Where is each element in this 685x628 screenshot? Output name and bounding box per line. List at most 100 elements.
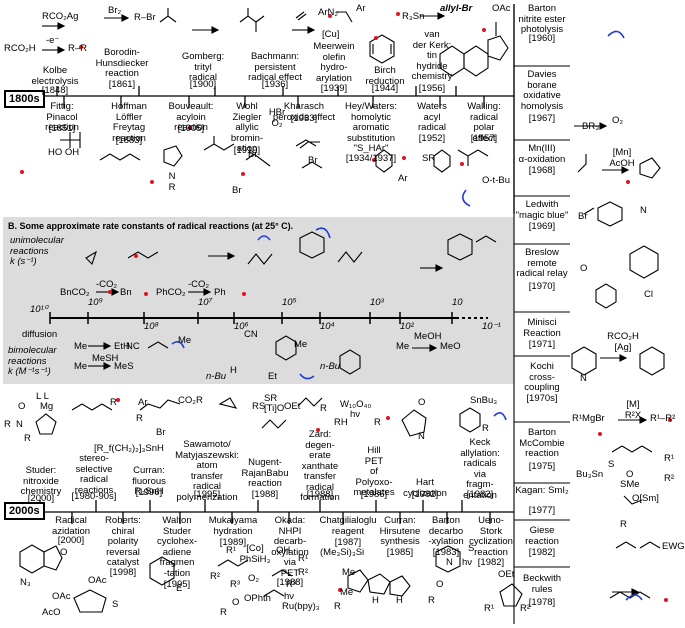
group-label: OAc xyxy=(52,591,71,602)
species-label: EtH xyxy=(114,341,130,352)
rate-tick-label: 10⁻¹ xyxy=(482,321,501,332)
product-label: Ar xyxy=(356,3,366,14)
reagent-label: RH xyxy=(334,417,348,428)
product-label: R–R xyxy=(68,43,88,54)
group-label: SR xyxy=(422,153,436,164)
species-label: Ph xyxy=(214,287,226,298)
rate-scale-ticks xyxy=(49,312,453,324)
reaction-name: Waters acyl radical xyxy=(417,101,447,133)
group-label: R xyxy=(4,419,11,430)
group-label: R xyxy=(320,403,327,414)
reaction-year: [1989] xyxy=(219,537,247,548)
reaction-year: [1933] xyxy=(290,113,318,124)
structures-bottom xyxy=(19,397,523,613)
group-label: [Ti]O xyxy=(264,403,285,414)
reagent-label: O₂ xyxy=(612,115,624,126)
group-label: SMe xyxy=(620,479,640,490)
atom-label: O xyxy=(18,401,26,412)
group-label: HO OH xyxy=(48,147,80,158)
reaction-name: Kagan: SmI₂ xyxy=(515,485,569,496)
reaction-name: Bouveault: acyloin reaction xyxy=(168,101,214,133)
timeline-bottom xyxy=(39,500,514,524)
reaction-year: [1900] xyxy=(189,79,217,90)
reaction-name: Kochi cross- coupling xyxy=(524,361,560,393)
reagent-label: O₂ xyxy=(248,573,260,584)
reaction-year: [1986] xyxy=(360,489,388,500)
reaction-name: Beckwith rules xyxy=(522,573,561,595)
reaction-year: [1939] xyxy=(320,83,348,94)
group-label: O[Sm] xyxy=(632,493,659,504)
reaction-name: Borodin- Hunsdiecker reaction xyxy=(95,47,149,79)
group-label: O-t-Bu xyxy=(482,175,510,186)
reaction-name: Hill PET of Polyoxo- metalates xyxy=(353,445,395,498)
atom-label: Br xyxy=(248,149,258,160)
reaction-name: Keck allylation: radicals via fragm- ent… xyxy=(460,437,500,501)
species-label: MeOH xyxy=(414,331,442,342)
atom-label: S xyxy=(468,543,475,554)
reaction-year: [1851] xyxy=(48,123,76,134)
reaction-year: [1983] xyxy=(432,547,460,558)
reaction-name: Minisci Reaction xyxy=(523,317,561,339)
reaction-year: [1967] xyxy=(528,113,556,124)
reaction-year: [1968] xyxy=(528,165,556,176)
reaction-name: Walton Studer cyclohex- adiene fragmen -… xyxy=(156,515,198,579)
reagent-label: R₃Sn xyxy=(402,11,425,22)
reaction-name: Meerwein olefin hydro- arylation xyxy=(313,41,355,84)
species-label: CN xyxy=(244,329,258,340)
reaction-year: [1970s] xyxy=(526,393,558,404)
group-label: R xyxy=(24,433,31,444)
reaction-year: [1944] xyxy=(371,83,399,94)
unimolecular-label: unimolecular reactions k (s⁻¹) xyxy=(10,235,64,267)
atom-label: S xyxy=(608,459,615,470)
atom-label: N xyxy=(446,557,453,568)
group-label: R xyxy=(482,423,489,434)
group-label: R¹ xyxy=(484,603,495,614)
reaction-name: Wohl Ziegler allylic bromin- ation xyxy=(230,101,264,154)
timeline-right xyxy=(513,4,570,624)
reaction-year: [1848] xyxy=(41,85,69,96)
curved-arrows xyxy=(171,30,643,601)
group-label: AcO xyxy=(42,607,61,618)
reaction-name: Barton decarbo -xylation xyxy=(428,515,464,547)
species-label: Bn xyxy=(120,287,132,298)
species-label: Me xyxy=(396,341,410,352)
reagent-label: BR₃ xyxy=(582,121,600,132)
group-label: R² xyxy=(210,571,221,582)
reaction-year: [1969] xyxy=(528,221,556,232)
rate-tick-label: 10¹⁰ xyxy=(30,304,48,315)
group-label: R² xyxy=(298,567,309,578)
reaction-year: [1861] xyxy=(108,79,136,90)
reaction-name: Curran: Hirsutene synthesis xyxy=(379,515,421,547)
reaction-year: [1971] xyxy=(528,339,556,350)
reagent-label: W₁₀O₄₀ xyxy=(340,399,372,410)
reaction-year: [1975] xyxy=(528,461,556,472)
reagent-label: (Me₃Si)₃Si xyxy=(320,547,365,558)
reaction-name: Nugent- RajanBabu reaction xyxy=(241,457,289,489)
group-label: L L xyxy=(36,391,49,402)
atom-label: Br xyxy=(156,427,166,438)
atom-label: Mg xyxy=(40,401,54,412)
reaction-name: Studer: nitroxide chemistry xyxy=(20,465,62,497)
reaction-year: [1883] xyxy=(115,135,143,146)
reagent-label: Br₂ xyxy=(108,5,122,16)
reaction-name: Gomberg: trityl radical xyxy=(181,51,225,83)
reaction-year: [1936] xyxy=(261,79,289,90)
group-label: OEt xyxy=(498,569,515,580)
reaction-year: [1995] xyxy=(163,579,191,590)
group-label: OPhth xyxy=(244,593,271,604)
era-2000s-label: 2000s xyxy=(4,502,45,520)
reaction-name: Breslow remote radical relay xyxy=(516,247,568,279)
rate-tick-label: 10 xyxy=(452,297,463,308)
group-label: Me xyxy=(340,587,354,598)
reaction-name: Davies borane oxidative homolysis xyxy=(520,69,564,112)
reaction-year: [1905] xyxy=(177,123,205,134)
group-label: R xyxy=(620,519,627,530)
reaction-arrows-top xyxy=(42,12,648,596)
group-label: RS xyxy=(252,401,266,412)
reaction-name: Zard: degen- erate xanthate transfer rad… xyxy=(300,429,340,503)
reaction-year: [1987] xyxy=(334,537,362,548)
reaction-year: [1995] xyxy=(193,489,221,500)
reagent-label: -e⁻ xyxy=(46,35,60,46)
reagent-label: [Mn] AcOH xyxy=(609,147,635,169)
group-label: N₃ xyxy=(20,577,31,588)
